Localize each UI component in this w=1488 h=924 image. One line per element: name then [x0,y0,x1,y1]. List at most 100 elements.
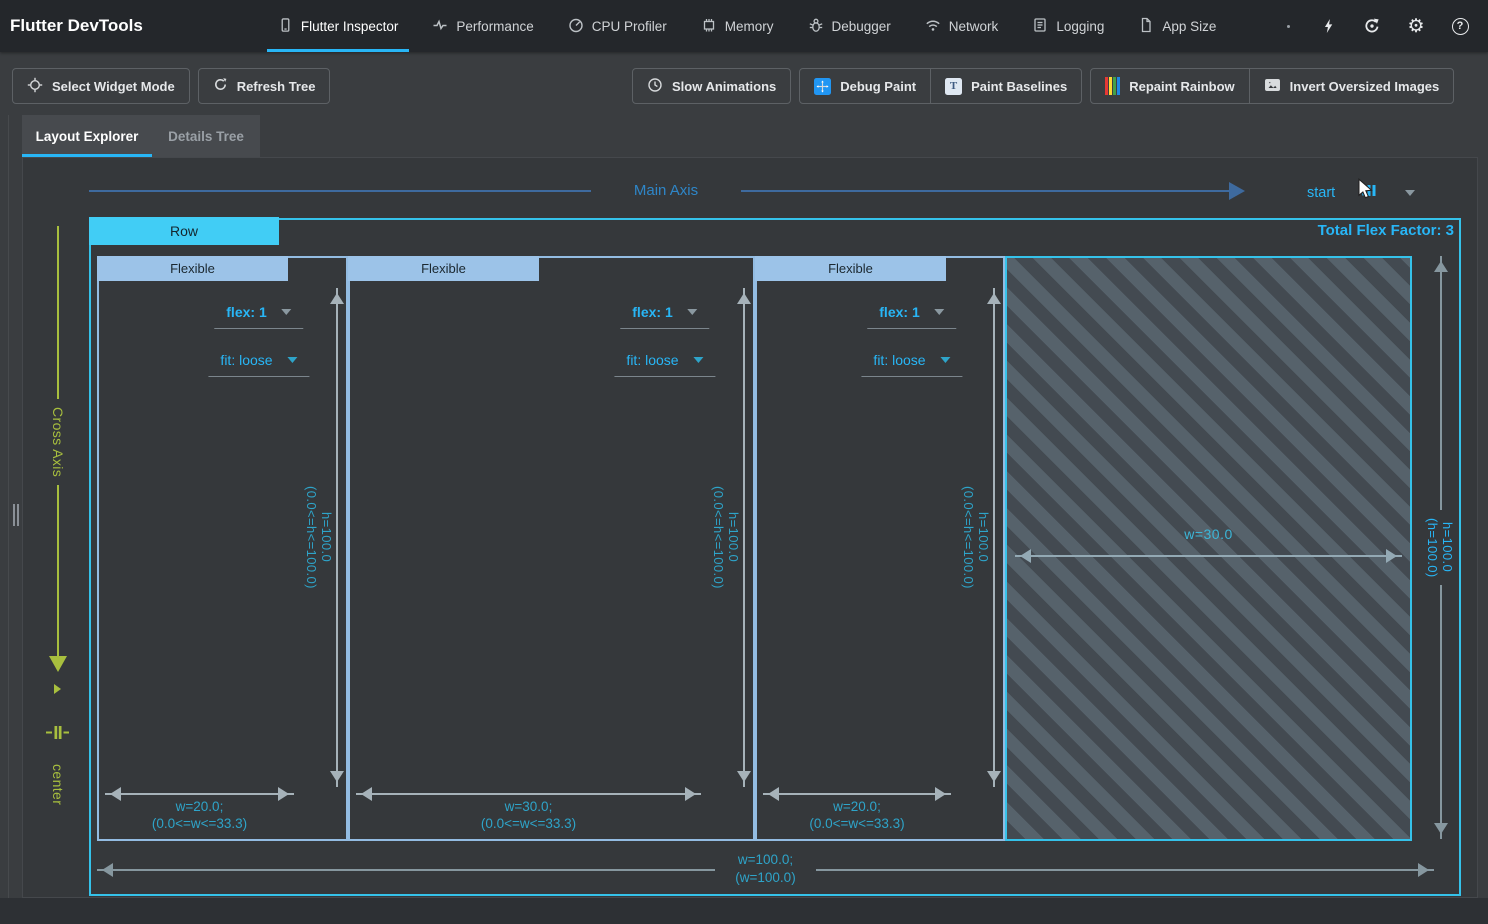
fit-value: fit: loose [626,352,679,368]
total-flex-factor: Total Flex Factor: 3 [1317,222,1454,239]
row-widget-box[interactable] [89,218,1461,896]
slow-animations-button[interactable]: Slow Animations [632,68,792,104]
rainbow-icon [1105,77,1121,95]
invert-oversized-images-button[interactable]: Invert Oversized Images [1248,68,1455,104]
flexible-child-3[interactable]: Flexible flex: 1 fit: loose h=100.0(0.0<… [755,256,1005,841]
image-icon [1264,77,1281,96]
separator-dot [1287,24,1290,28]
help-icon[interactable]: ? [1440,6,1480,46]
cross-axis-alignment-dropdown[interactable]: center [43,764,73,805]
row-widget-tab[interactable]: Row [89,217,279,245]
chevron-down-icon [687,309,698,320]
button-label: Slow Animations [672,78,777,94]
button-label: Invert Oversized Images [1289,78,1440,94]
main-nav: Flutter Inspector Performance CPU Profil… [261,0,1234,52]
splitter-handle[interactable] [13,504,21,526]
cross-axis-arrow-head [49,656,67,681]
repaint-rainbow-button[interactable]: Repaint Rainbow [1090,68,1250,104]
free-space-width-label: w=30.0 [1184,526,1233,542]
height-annotation: h=100.0(0.0<=h<=100.0) [303,288,344,787]
chevron-down-icon [693,357,704,368]
height-annotation: h=100.0(0.0<=h<=100.0) [960,288,1001,787]
height-arrow [987,288,1001,787]
width-annotation: w=20.0; (0.0<=w<=33.3) [763,786,951,833]
debug-paint-button[interactable]: Debug Paint [799,68,932,104]
app-bar: Flutter DevTools Flutter Inspector Perfo… [0,0,1488,52]
flexible-child-2[interactable]: Flexible flex: 1 fit: loose h=100.0(0.0<… [348,256,755,841]
cross-axis-alignment-icon[interactable] [46,724,69,746]
tab-performance[interactable]: Performance [415,0,550,52]
main-axis-alignment-value: start [1307,185,1336,201]
tab-label: App Size [1162,18,1217,34]
flex-factor-dropdown[interactable]: flex: 1 [867,302,957,329]
app-bar-actions: ⚙ ? [1273,0,1488,52]
paint-toggle-group: Debug Paint T Paint Baselines [799,68,1083,104]
tab-cpu-profiler[interactable]: CPU Profiler [551,0,684,52]
tab-network[interactable]: Network [908,0,1016,52]
flex-factor-dropdown[interactable]: flex: 1 [214,302,304,329]
tab-memory[interactable]: Memory [684,0,791,52]
chevron-down-icon [934,309,945,320]
paint-baselines-button[interactable]: T Paint Baselines [930,68,1083,104]
settings-gear-icon[interactable]: ⚙ [1407,15,1425,37]
refresh-icon [213,77,228,95]
inspector-toolbar-right: Slow Animations Debug Paint T Paint Base… [632,68,1455,104]
chevron-down-icon [281,309,292,320]
phone-icon [278,17,293,36]
tab-label: Logging [1056,18,1105,34]
tab-flutter-inspector[interactable]: Flutter Inspector [261,0,416,52]
tab-app-size[interactable]: App Size [1121,0,1233,52]
chevron-down-icon [940,357,951,368]
cross-axis-label-wrap: Cross Axis [43,226,73,658]
app-title: Flutter DevTools [10,16,143,35]
width-annotation: w=20.0; (0.0<=w<=33.3) [105,786,294,833]
hot-reload-bolt-icon[interactable] [1308,6,1348,46]
tab-details-tree[interactable]: Details Tree [168,128,244,144]
cross-axis-chevron-icon[interactable] [54,684,66,694]
select-widget-mode-button[interactable]: Select Widget Mode [12,68,190,104]
memory-chip-icon [701,17,717,36]
flexible-child-1[interactable]: Flexible flex: 1 fit: loose h=100.0(0.0<… [97,256,348,841]
row-width-annotation: w=100.0;(w=100.0) [97,851,1434,893]
debug-paint-icon [814,77,832,95]
height-arrow [737,288,751,787]
inspector-panel-tabs: Layout Explorer Details Tree [22,115,260,157]
tab-label: Performance [456,18,534,34]
width-annotation: w=30.0; (0.0<=w<=33.3) [356,786,701,833]
flex-factor-dropdown[interactable]: flex: 1 [620,302,710,329]
height-annotation: h=100.0(0.0<=h<=100.0) [710,288,751,787]
button-label: Select Widget Mode [52,78,175,94]
tab-logging[interactable]: Logging [1015,0,1121,52]
refresh-tree-button[interactable]: Refresh Tree [197,68,331,104]
file-icon [1138,17,1154,36]
inspector-toolbar-left: Select Widget Mode Refresh Tree [12,68,331,104]
free-space-region: w=30.0 [1005,256,1412,841]
flexible-widget-tab[interactable]: Flexible [348,256,539,281]
chevron-down-icon [287,357,298,368]
hot-restart-icon[interactable] [1352,6,1392,46]
fit-dropdown[interactable]: fit: loose [208,350,310,377]
button-label: Repaint Rainbow [1129,78,1235,94]
width-arrow [763,786,951,801]
fit-dropdown[interactable]: fit: loose [614,350,716,377]
free-space-width-arrow [1015,549,1402,563]
button-label: Refresh Tree [236,78,316,94]
fit-value: fit: loose [220,352,273,368]
repaint-toggle-group: Repaint Rainbow Invert Oversized Images [1090,68,1455,104]
fit-value: fit: loose [873,352,926,368]
fit-dropdown[interactable]: fit: loose [861,350,963,377]
flexible-widget-tab[interactable]: Flexible [755,256,946,281]
pane-divider [8,115,9,898]
tab-debugger[interactable]: Debugger [791,0,908,52]
paint-baselines-icon: T [945,77,963,95]
tab-layout-explorer[interactable]: Layout Explorer [35,128,139,144]
cross-axis-label: Cross Axis [49,398,67,486]
bug-icon [808,17,824,36]
locate-icon [27,77,43,96]
clock-icon [647,77,663,96]
flex-factor-value: flex: 1 [879,304,920,320]
main-axis-arrow-head [1229,182,1254,200]
layout-explorer-panel: Main Axis start Cross Axis center Row To… [22,157,1478,898]
tab-label: Flutter Inspector [300,18,399,34]
flexible-widget-tab[interactable]: Flexible [97,256,288,281]
